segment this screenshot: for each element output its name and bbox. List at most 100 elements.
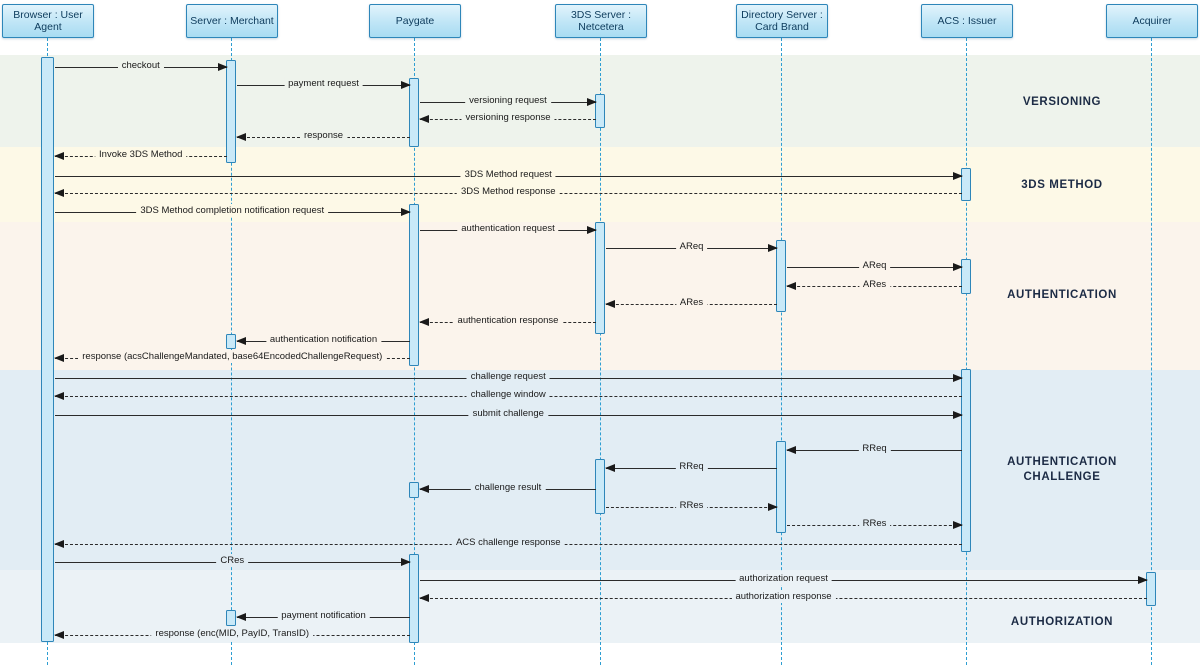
arrowhead-icon — [587, 97, 597, 106]
actor-label-browser: Browser : User Agent — [13, 9, 83, 33]
message-label: challenge request — [466, 370, 550, 383]
actor-label-paygate: Paygate — [395, 15, 435, 27]
message-label: authentication request — [457, 222, 559, 235]
lifeline-tds — [600, 38, 602, 665]
actor-label-acs: ACS : Issuer — [937, 15, 997, 27]
message-label: authorization response — [731, 590, 836, 603]
activation-acs — [961, 369, 972, 552]
arrowhead-icon — [953, 171, 963, 180]
arrowhead-icon — [53, 353, 64, 362]
message-label: authorization request — [735, 572, 832, 585]
activation-merchant — [226, 60, 237, 163]
arrowhead-icon — [953, 373, 963, 382]
actor-box-acs: ACS : Issuer — [921, 4, 1013, 38]
message-label: submit challenge — [468, 407, 548, 420]
arrowhead-icon — [419, 484, 429, 493]
lifeline-ds — [781, 38, 783, 665]
arrowhead-icon — [768, 243, 778, 252]
message-label: payment notification — [277, 609, 370, 622]
message-label: versioning request — [465, 94, 551, 107]
arrowhead-icon — [605, 463, 615, 472]
actor-box-merchant: Server : Merchant — [186, 4, 278, 38]
arrowhead-icon — [605, 299, 615, 308]
arrowhead-icon — [401, 557, 411, 566]
actor-label-ds: Directory Server : Card Brand — [741, 9, 823, 33]
message-label: response (enc(MID, PayID, TransID) — [151, 627, 314, 640]
activation-tds — [595, 94, 606, 128]
activation-ds — [776, 240, 787, 312]
arrowhead-icon — [953, 410, 963, 419]
actor-box-acquirer: Acquirer — [1106, 4, 1198, 38]
arrowhead-icon — [953, 262, 963, 271]
message-label: ACS challenge response — [451, 536, 565, 549]
message-label: challenge result — [470, 481, 546, 494]
activation-acs — [961, 168, 972, 201]
arrowhead-icon — [401, 80, 411, 89]
activation-tds — [595, 459, 606, 514]
arrowhead-icon — [236, 336, 246, 345]
arrowhead-icon — [419, 317, 429, 326]
lifeline-acquirer — [1151, 38, 1153, 665]
arrowhead-icon — [218, 62, 228, 71]
message-label: RRes — [858, 517, 891, 530]
message-label: authentication notification — [265, 333, 382, 346]
message-label: ARes — [858, 278, 891, 291]
activation-paygate — [409, 78, 420, 147]
message-label: RRes — [675, 499, 708, 512]
arrowhead-icon — [419, 114, 429, 123]
arrowhead-icon — [53, 539, 64, 548]
section-label-authentication: AUTHENTICATION — [1007, 289, 1117, 301]
arrowhead-icon — [1138, 575, 1148, 584]
arrowhead-icon — [786, 281, 796, 290]
actor-box-tds: 3DS Server : Netcetera — [555, 4, 647, 38]
arrowhead-icon — [401, 207, 411, 216]
actor-label-merchant: Server : Merchant — [190, 15, 274, 27]
activation-acs — [961, 259, 972, 294]
activation-ds — [776, 441, 787, 533]
message-label: 3DS Method completion notification reque… — [136, 204, 329, 217]
arrowhead-icon — [953, 520, 963, 529]
arrowhead-icon — [587, 225, 597, 234]
message-label: payment request — [284, 77, 363, 90]
message-label: response (acsChallengeMandated, base64En… — [78, 350, 387, 363]
arrowhead-icon — [53, 188, 64, 197]
message-label: checkout — [117, 59, 164, 72]
message-label: CRes — [216, 554, 249, 567]
arrowhead-icon — [53, 151, 64, 160]
message-label: AReq — [858, 259, 891, 272]
lifeline-acs — [966, 38, 968, 665]
message-label: Invoke 3DS Method — [95, 148, 187, 161]
activation-paygate — [409, 554, 420, 643]
arrowhead-icon — [53, 391, 64, 400]
arrowhead-icon — [236, 612, 246, 621]
arrowhead-icon — [419, 593, 429, 602]
actor-box-paygate: Paygate — [369, 4, 461, 38]
actor-label-tds: 3DS Server : Netcetera — [570, 9, 632, 33]
message-label: response — [299, 129, 348, 142]
arrowhead-icon — [53, 630, 64, 639]
activation-tds — [595, 222, 606, 334]
actor-label-acquirer: Acquirer — [1132, 15, 1172, 27]
message-label: RReq — [858, 442, 891, 455]
message-label: authentication response — [453, 314, 563, 327]
activation-paygate — [409, 204, 420, 366]
arrowhead-icon — [786, 445, 796, 454]
activation-browser — [40, 57, 54, 642]
actor-box-ds: Directory Server : Card Brand — [736, 4, 828, 38]
arrowhead-icon — [768, 502, 778, 511]
section-label-versioning: VERSIONING — [1022, 96, 1102, 108]
message-label: 3DS Method request — [460, 168, 556, 181]
message-label: ARes — [675, 296, 708, 309]
section-label-authentication-challenge: AUTHENTICATION CHALLENGE — [1007, 456, 1117, 483]
activation-merchant — [226, 610, 237, 626]
activation-paygate — [409, 482, 420, 498]
section-label-3ds-method: 3DS METHOD — [1021, 179, 1103, 191]
message-label: challenge window — [466, 388, 550, 401]
actor-box-browser: Browser : User Agent — [2, 4, 94, 38]
message-label: 3DS Method response — [456, 185, 560, 198]
message-label: RReq — [675, 460, 708, 473]
message-label: versioning response — [461, 111, 555, 124]
activation-acquirer — [1146, 572, 1157, 606]
activation-merchant — [226, 334, 237, 349]
